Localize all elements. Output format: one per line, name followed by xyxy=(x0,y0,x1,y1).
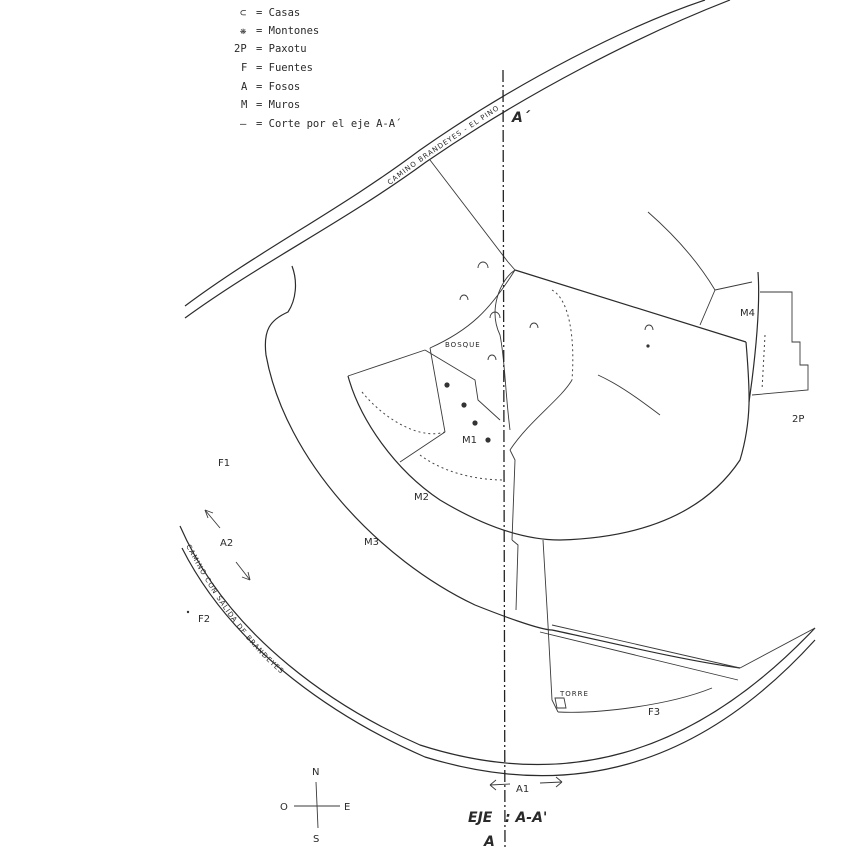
inner-enclosure xyxy=(347,341,750,541)
fountain-f3-label: F3 xyxy=(648,707,660,718)
house-markers xyxy=(459,261,654,361)
wall-m1-label: M1 xyxy=(462,435,477,446)
bosque-label: BOSQUE xyxy=(445,341,481,349)
legend-label-fuentes: = Fuentes xyxy=(256,62,313,74)
north-road-label: CAMINO BRANDEYES - EL PINO xyxy=(386,104,501,187)
outer-wall-m3 xyxy=(264,265,741,669)
legend-symbol-fuentes: F xyxy=(241,62,247,74)
fountain-f1-label: F1 xyxy=(218,458,230,469)
legend-label-fosos: = Fosos xyxy=(256,81,300,93)
legend-symbol-corte: — xyxy=(240,118,247,130)
south-road-label: CAMINO CON SALIDA DE BRANDEYES xyxy=(184,543,285,675)
compass-west-label: O xyxy=(280,802,288,813)
legend-label-muros: = Muros xyxy=(256,99,300,111)
legend-label-montones: = Montones xyxy=(256,25,319,37)
wall-m3-label: M3 xyxy=(364,537,379,548)
ditch-arrows xyxy=(204,509,563,791)
axis-bottom-label: A xyxy=(483,834,495,850)
ditch-a2-label: A2 xyxy=(220,538,233,549)
south-road: CAMINO CON SALIDA DE BRANDEYES xyxy=(179,525,816,777)
eje-label: EJE xyxy=(468,810,493,826)
paxotu-label: 2P xyxy=(792,414,804,425)
eje-value: : A-A' xyxy=(505,810,547,826)
legend-symbol-montones: ❋ xyxy=(240,25,247,37)
legend-symbol-casas: ⊂ xyxy=(240,7,246,19)
tower-marker xyxy=(554,697,567,709)
ditch-a1-label: A1 xyxy=(516,784,529,795)
legend-symbol-paxotu: 2P xyxy=(234,43,247,55)
legend-label-casas: = Casas xyxy=(256,7,300,19)
fountain-f2-label: F2 xyxy=(198,614,210,625)
legend-symbol-muros: M xyxy=(241,99,247,111)
axis-top-label: A´ xyxy=(511,110,531,126)
map-legend: ⊂ = Casas ❋ = Montones 2P = Paxotu F = F… xyxy=(234,7,401,130)
wall-m4-label: M4 xyxy=(740,308,755,319)
torre-label: TORRE xyxy=(559,690,589,698)
compass-rose xyxy=(294,781,340,829)
compass-north-label: N xyxy=(312,767,319,778)
compass-south-label: S xyxy=(313,834,319,845)
compass-east-label: E xyxy=(344,802,350,813)
legend-symbol-fosos: A xyxy=(241,81,248,93)
section-axis xyxy=(502,69,506,851)
legend-label-corte: = Corte por el eje A-A´ xyxy=(256,118,401,130)
legend-label-paxotu: = Paxotu xyxy=(256,43,307,55)
wall-m2-label: M2 xyxy=(414,492,429,503)
mound-markers xyxy=(444,344,650,443)
